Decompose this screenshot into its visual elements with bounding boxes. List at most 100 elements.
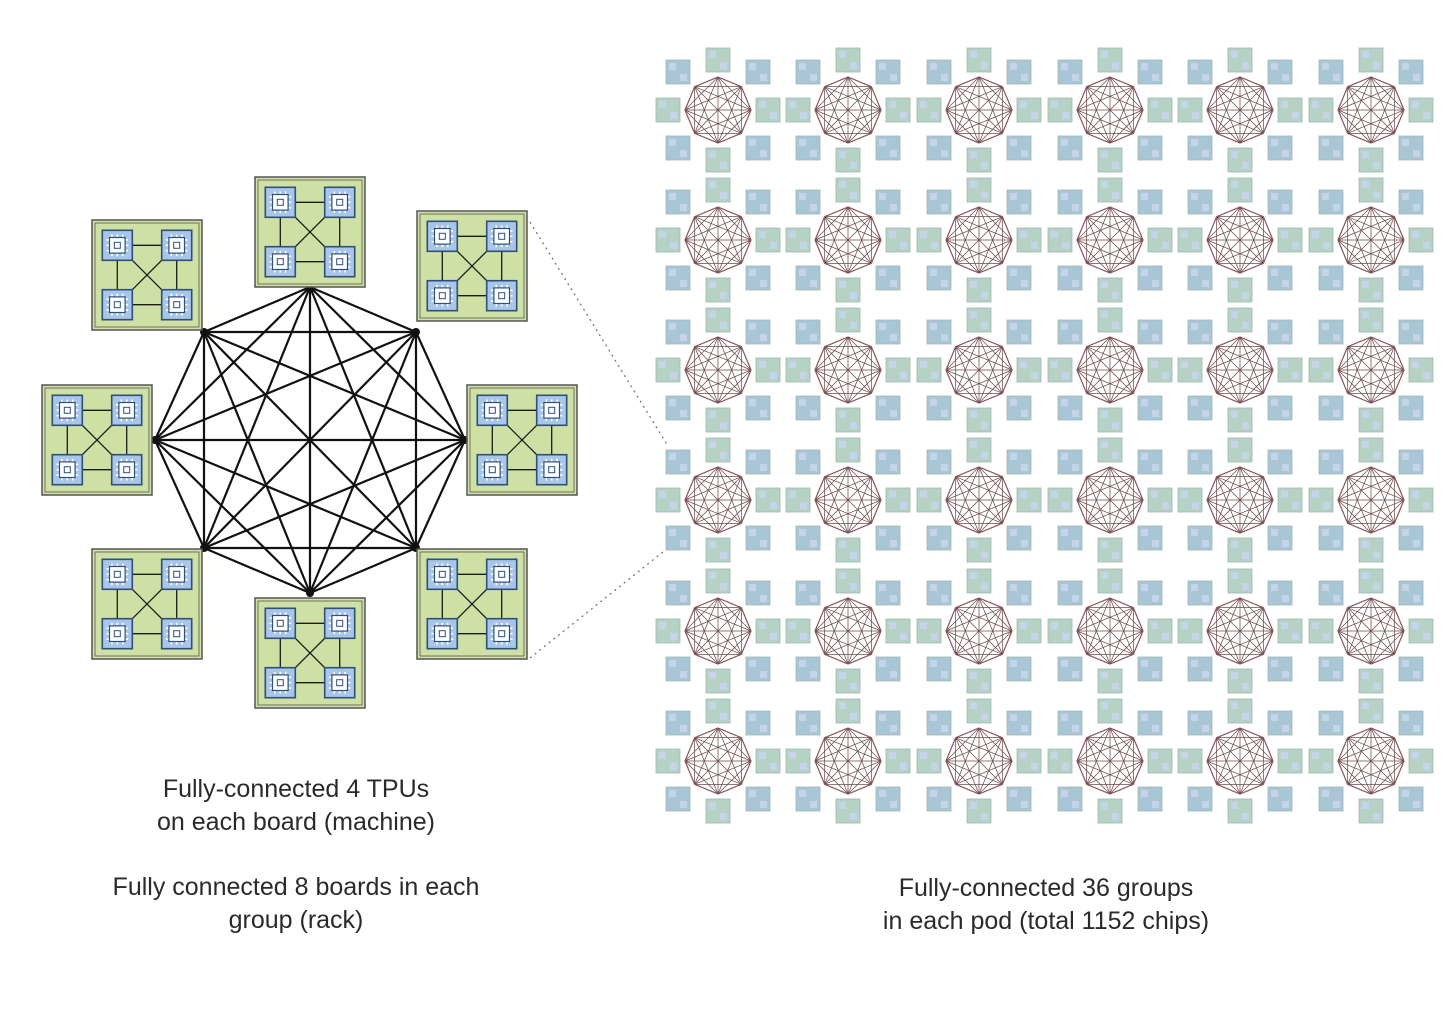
- mini-chip: [1112, 583, 1119, 590]
- group-mesh-link: [1216, 607, 1264, 655]
- mini-chip: [1162, 502, 1169, 509]
- mini-chip: [890, 410, 897, 417]
- mini-chip: [1141, 139, 1148, 146]
- mini-chip: [879, 269, 886, 276]
- group-mesh-link: [1206, 239, 1241, 274]
- group-mesh-link: [814, 499, 849, 534]
- group-mesh-link: [1216, 476, 1274, 501]
- group-mesh-link: [694, 607, 719, 665]
- mini-chip: [1021, 280, 1028, 287]
- mini-chip: [981, 552, 988, 559]
- mini-chip: [680, 204, 687, 211]
- mini-chip: [1271, 714, 1278, 721]
- mini-chip: [760, 671, 767, 678]
- mini-chip: [1181, 752, 1188, 759]
- pod-group: [1177, 698, 1303, 824]
- mini-chip: [1072, 280, 1079, 287]
- mini-chip: [1373, 583, 1380, 590]
- group-ring: [945, 727, 1013, 795]
- mini-chip: [1412, 231, 1419, 238]
- mini-chip: [931, 502, 938, 509]
- mini-chip: [900, 242, 907, 249]
- mini-chip: [1282, 280, 1289, 287]
- mini-chip: [879, 399, 886, 406]
- mini-chip: [1412, 491, 1419, 498]
- mini-chip: [669, 529, 676, 536]
- group-ring: [945, 206, 1013, 274]
- group-mesh-link: [1347, 476, 1395, 524]
- mini-chip: [1231, 281, 1238, 288]
- mini-chip: [1413, 410, 1420, 417]
- mini-chip: [1202, 204, 1209, 211]
- mini-chip: [970, 281, 977, 288]
- mini-chip: [669, 399, 676, 406]
- group-ring: [1206, 597, 1274, 665]
- pod-group: [1177, 307, 1303, 433]
- mini-chip: [1061, 453, 1068, 460]
- mini-chip: [1141, 323, 1148, 330]
- mini-chip: [1061, 63, 1068, 70]
- mini-chip: [1162, 633, 1169, 640]
- mini-chip: [749, 269, 756, 276]
- group-full-mesh-links: [151, 283, 469, 597]
- group-mesh-link: [1216, 346, 1274, 371]
- mini-chip: [1281, 752, 1288, 759]
- group-mesh-link: [945, 239, 980, 274]
- mini-chip: [1362, 702, 1369, 709]
- group-mesh-link: [1086, 737, 1134, 785]
- mini-chip: [1141, 529, 1148, 536]
- mini-chip: [1282, 334, 1289, 341]
- group-mesh-link: [1347, 476, 1372, 534]
- mini-chip: [930, 193, 937, 200]
- group-mesh-link: [1216, 737, 1274, 762]
- mini-chip: [759, 622, 766, 629]
- group-ring: [1076, 727, 1144, 795]
- mini-chip: [1413, 801, 1420, 808]
- mini-chip: [669, 790, 676, 797]
- mini-chip: [1010, 453, 1017, 460]
- group-mesh-link: [824, 346, 849, 404]
- mini-chip: [981, 813, 988, 820]
- mini-chip: [1373, 683, 1380, 690]
- mini-chip: [1010, 660, 1017, 667]
- mini-chip: [1282, 725, 1289, 732]
- mini-chip: [1231, 702, 1238, 709]
- mini-chip: [1141, 63, 1148, 70]
- mini-chip: [1202, 280, 1209, 287]
- mini-chip: [839, 572, 846, 579]
- mini-chip: [900, 112, 907, 119]
- mini-chip: [1412, 101, 1419, 108]
- mini-chip: [1412, 752, 1419, 759]
- group-mesh-link: [694, 476, 742, 524]
- group-mesh-link: [684, 109, 719, 144]
- mini-chip: [720, 162, 727, 169]
- mini-chip: [1333, 595, 1340, 602]
- mini-chip: [1292, 633, 1299, 640]
- pod-group: [1177, 437, 1303, 563]
- group-mesh-link: [955, 476, 980, 534]
- mini-chip: [981, 292, 988, 299]
- mini-chip: [1031, 763, 1038, 770]
- mini-chip: [1192, 242, 1199, 249]
- mini-chip: [1191, 139, 1198, 146]
- mini-chip: [1101, 281, 1108, 288]
- mini-chip: [1282, 150, 1289, 157]
- mini-chip: [839, 411, 846, 418]
- mini-chip: [720, 192, 727, 199]
- mini-chip: [890, 464, 897, 471]
- mini-chip: [789, 231, 796, 238]
- mini-chip: [1202, 725, 1209, 732]
- mini-chip: [810, 280, 817, 287]
- mini-chip: [1141, 714, 1148, 721]
- zoom-connector-lines: [529, 221, 669, 659]
- group-mesh-link: [1076, 109, 1111, 144]
- mini-chip: [1112, 552, 1119, 559]
- mini-chip: [1192, 763, 1199, 770]
- mini-chip: [1072, 671, 1079, 678]
- mini-chip: [1271, 139, 1278, 146]
- mini-chip: [1312, 231, 1319, 238]
- mini-chip: [920, 101, 927, 108]
- group-mesh-link: [1216, 346, 1264, 394]
- mini-chip: [1242, 452, 1249, 459]
- mini-chip: [839, 281, 846, 288]
